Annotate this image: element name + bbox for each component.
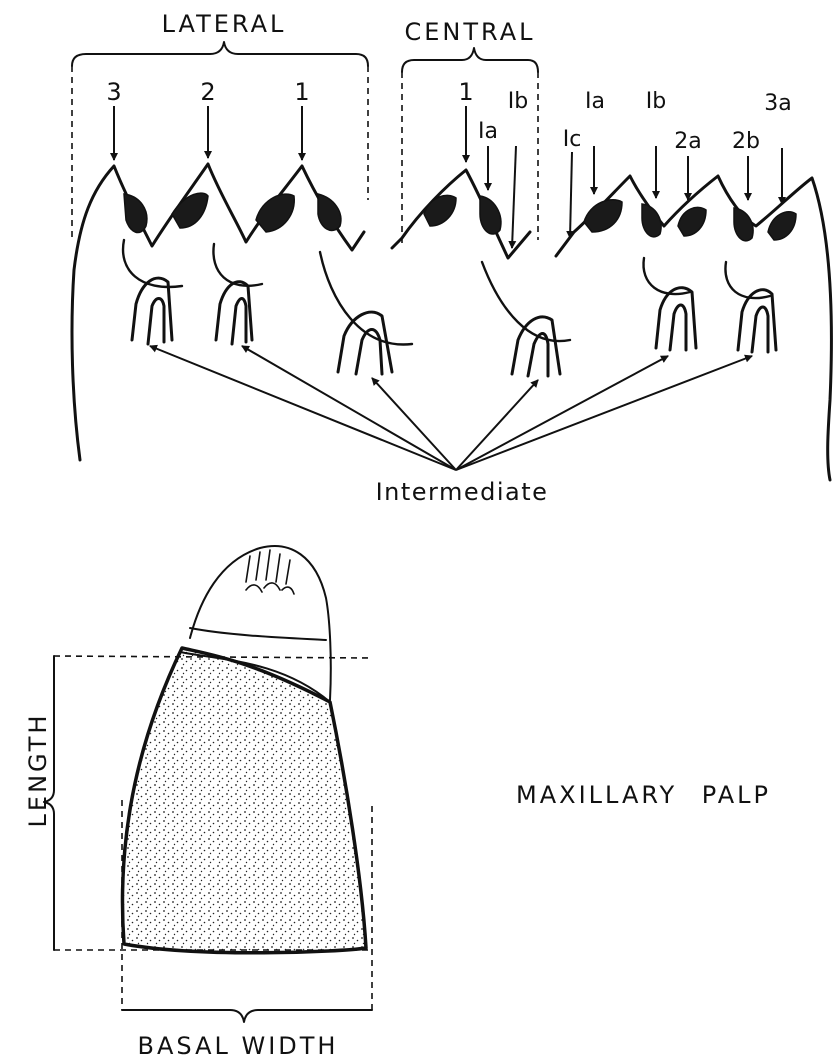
right-label-ib: Ib (646, 89, 666, 114)
palp-tip-sensilla (246, 550, 294, 594)
central-number-1: 1 (458, 78, 473, 106)
right-label-2a: 2a (674, 129, 701, 154)
lateral-number-2: 2 (200, 78, 215, 106)
lateral-number-1: 1 (294, 78, 309, 106)
intermediate-arrows (150, 346, 752, 470)
length-label: LENGTH (24, 713, 52, 828)
basal-width-brace (122, 1010, 372, 1022)
basal-width-label: BASAL WIDTH (138, 1032, 339, 1060)
central-brace (402, 48, 538, 72)
central-label-ia: Ia (478, 119, 498, 144)
lateral-heading: LATERAL (162, 10, 287, 38)
right-label-ia: Ia (585, 89, 605, 114)
right-label-2b: 2b (732, 129, 760, 154)
length-top-line (54, 656, 372, 658)
lateral-brace (72, 42, 368, 66)
right-label-ic: Ic (563, 127, 582, 152)
maxillary-palp-caption: MAXILLARY PALP (516, 781, 771, 809)
maxillary-palp-figure: LENGTH BASAL WIDTH MAXILLARY PALP (24, 546, 771, 1060)
central-label-ib: Ib (508, 89, 528, 114)
teeth-diagram: LATERAL CENTRAL 3 2 1 1 Ia Ib Ic Ia Ib 2… (72, 10, 831, 506)
right-label-3a: 3a (764, 91, 791, 116)
lateral-number-3: 3 (106, 78, 121, 106)
central-heading: CENTRAL (404, 18, 535, 46)
intermediate-label: Intermediate (376, 478, 549, 506)
